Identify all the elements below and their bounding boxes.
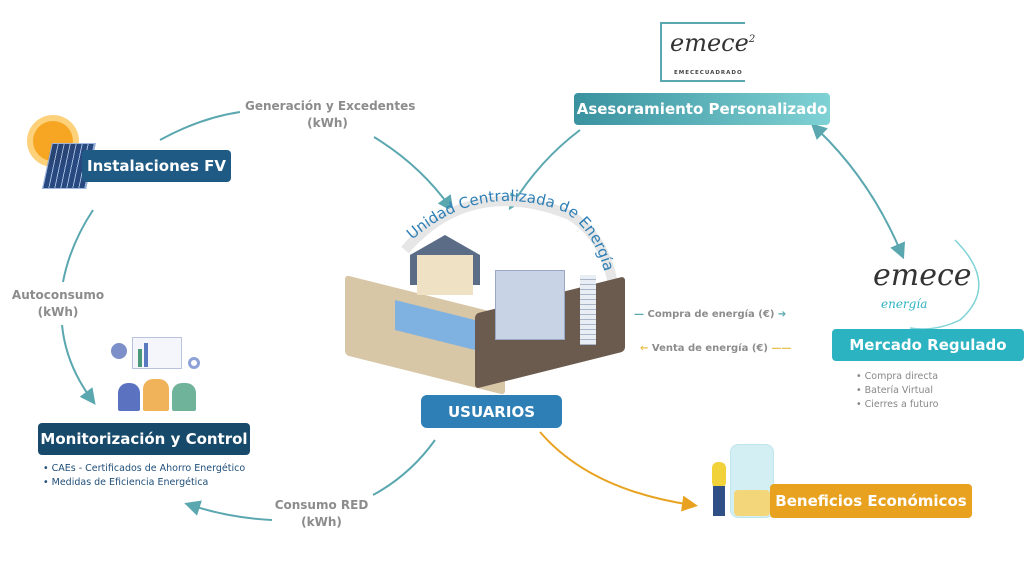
bullet-item: CAEs - Certificados de Ahorro Energético	[43, 462, 246, 476]
bullet-item: Compra directa	[856, 370, 938, 384]
arrow-autoconsumo	[61, 324, 96, 405]
usuarios-box: USUARIOS	[421, 395, 562, 428]
arrow-mercado	[810, 123, 905, 260]
emece-energia-logo: emece energía	[873, 258, 972, 311]
flow-compra: — Compra de energía (€) ➔	[634, 309, 787, 320]
monitorizacion-box: Monitorización y Control	[38, 423, 250, 455]
industrial-city-illustration	[335, 225, 625, 395]
arc-central	[401, 196, 620, 301]
flow-label-autoconsumo: Autoconsumo(kWh)	[11, 288, 105, 319]
emece-cuadrado-logo: emece2 EMECECUADRADO	[660, 22, 755, 82]
arrow-beneficios	[539, 431, 698, 512]
savings-jar-illustration	[700, 440, 780, 522]
arrow-generacion-start	[159, 111, 241, 141]
emece-energia-arc	[909, 239, 980, 330]
solar-panel-icon	[25, 113, 96, 191]
beneficios-box: Beneficios Económicos	[770, 484, 972, 518]
bullet-item: Batería Virtual	[856, 384, 938, 398]
arrow-autoconsumo-start	[62, 209, 94, 283]
arrow-consumo-start	[372, 439, 436, 496]
instalaciones-fv-box: Instalaciones FV	[82, 150, 231, 182]
team-dashboard-illustration	[108, 335, 206, 413]
asesoramiento-box: Asesoramiento Personalizado	[574, 93, 830, 125]
monitorizacion-bullets: CAEs - Certificados de Ahorro Energético…	[43, 462, 246, 490]
mercado-bullets: Compra directa Batería Virtual Cierres a…	[856, 370, 939, 412]
arrow-asesoramiento	[508, 129, 581, 211]
bullet-item: Medidas de Eficiencia Energética	[43, 476, 245, 490]
flow-label-generacion: Generación y Excedentes(kWh)	[245, 99, 416, 130]
arrow-consumo	[184, 500, 273, 521]
flow-venta: ← Venta de energía (€) ——	[640, 343, 792, 354]
arrow-generacion	[373, 136, 454, 212]
flow-label-consumo: Consumo RED(kWh)	[274, 498, 369, 529]
bullet-item: Cierres a futuro	[856, 398, 939, 412]
mercado-regulado-box: Mercado Regulado	[832, 329, 1024, 361]
